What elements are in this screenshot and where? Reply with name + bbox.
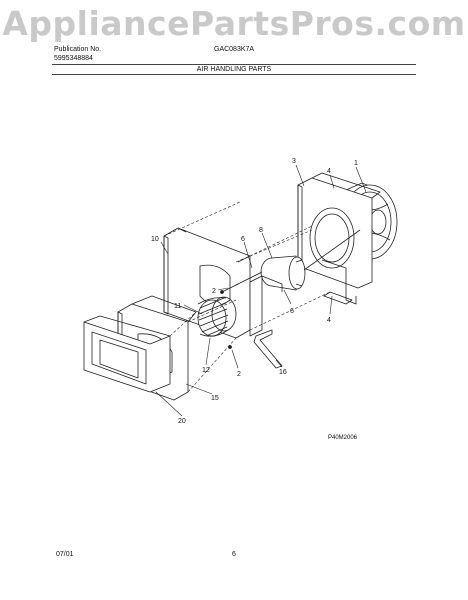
header-rule-bottom [52,74,416,75]
callout-1: 1 [354,160,358,167]
callout-12: 12 [202,367,210,374]
figure-code: P40M2006 [328,435,358,441]
callout-10: 10 [151,236,159,243]
callout-2-upper: 2 [212,288,216,295]
part-blower-wheel [197,296,237,337]
model-number: GAC083K7A [214,46,255,53]
part-screws [220,283,239,349]
callout-15: 15 [211,395,219,402]
leader-lines [155,164,367,417]
part-fan-motor [235,229,361,291]
header-rule-top [52,64,416,65]
callout-6-bottom: 6 [290,308,294,315]
callout-3: 3 [292,158,296,165]
page-number: 6 [232,551,236,558]
publication-number: 5995348884 [54,55,93,62]
section-title: AIR HANDLING PARTS [196,66,272,73]
part-motor-bracket [249,275,283,337]
callout-16: 16 [279,369,287,376]
callout-2-lower: 2 [237,371,241,378]
footer-date: 07/01 [56,551,74,558]
callout-11: 11 [174,303,181,310]
part-orifice-panel [297,172,381,305]
alignment-lines [163,201,331,393]
callout-4-top: 4 [327,168,331,175]
callout-8: 8 [259,227,263,234]
part-front-grille [83,315,171,393]
part-drain-channel [253,329,283,369]
callout-4-bottom: 4 [327,317,331,324]
callout-6-top: 6 [241,236,245,243]
watermark-logo: AppliancePartsPros.com [2,4,466,43]
callout-20: 20 [178,418,186,425]
publication-label: Publication No. [54,46,102,53]
